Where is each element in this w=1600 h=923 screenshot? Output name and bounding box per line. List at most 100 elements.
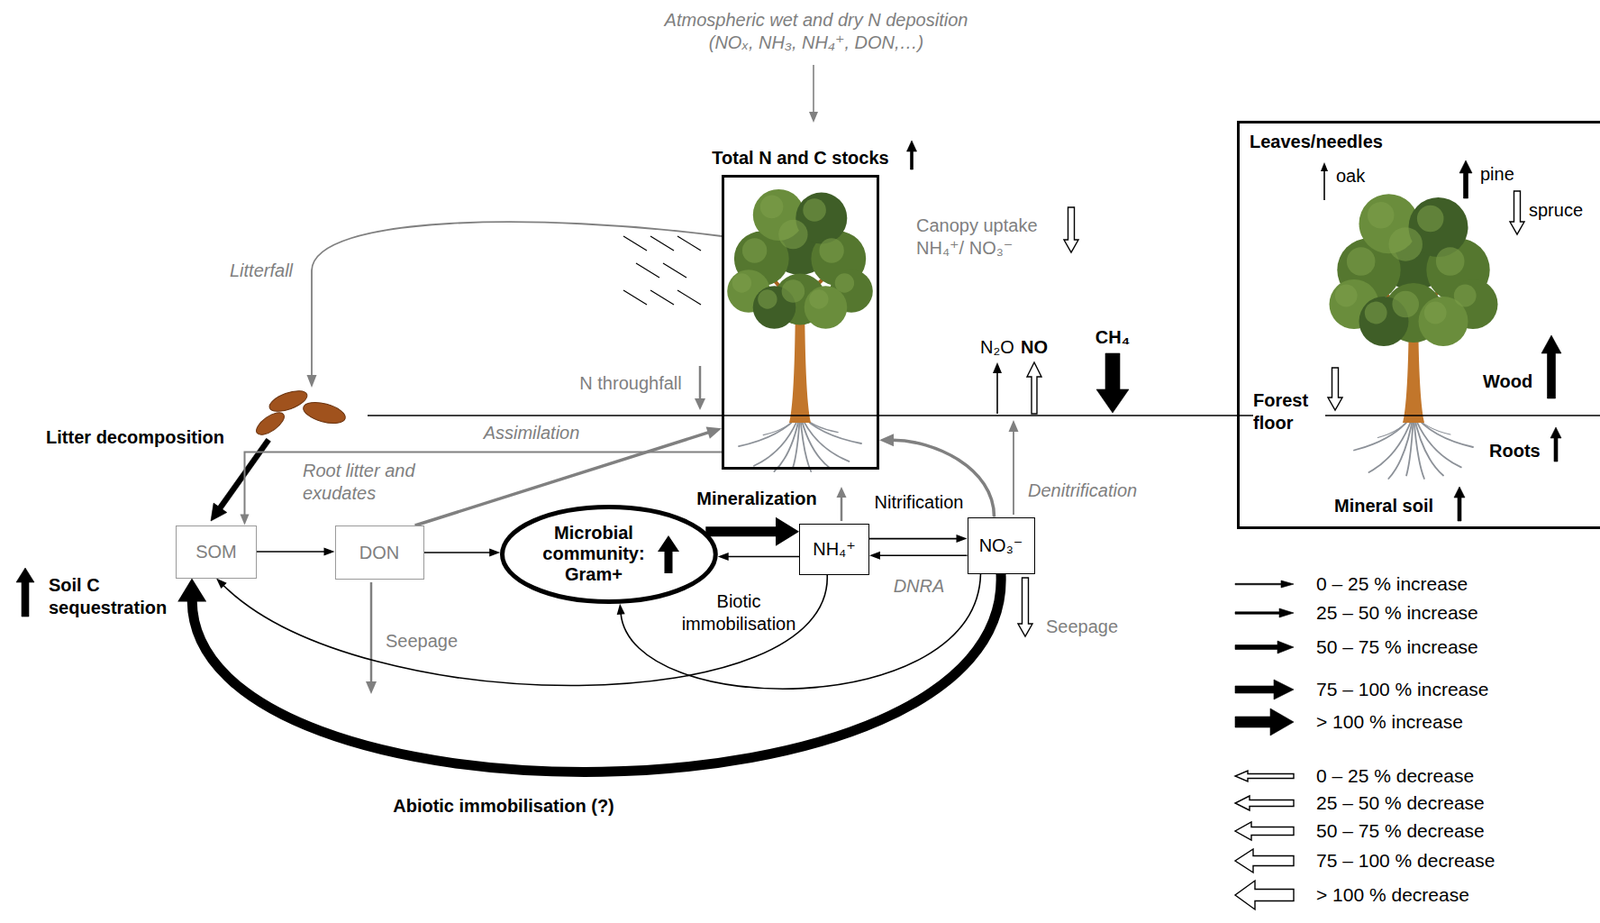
pool-box: SOM	[175, 525, 257, 579]
arrowhead	[956, 534, 968, 543]
connector-line	[424, 551, 491, 554]
legend-sample	[1235, 580, 1294, 588]
connector	[424, 548, 501, 557]
compartment-label: Roots	[1489, 439, 1541, 463]
legend-label: > 100 % increase	[1316, 709, 1464, 734]
connector-line	[879, 554, 968, 556]
canopy-uptake-arrow	[1063, 207, 1079, 253]
annotation: Soil C sequestration	[48, 573, 198, 619]
edge-label: Root litter and exudates	[302, 459, 438, 505]
rain-stroke	[663, 263, 687, 278]
arrowhead	[324, 547, 336, 556]
deposition-arrow-head	[809, 111, 819, 123]
annotation: Atmospheric wet and dry N deposition (NO…	[645, 9, 988, 55]
legend-label: 50 – 75 % increase	[1316, 635, 1479, 659]
seepage-arrow	[1018, 577, 1033, 637]
n2o-arrow-head	[992, 362, 1002, 373]
mineral-soil-arrow	[1454, 486, 1465, 521]
connector	[177, 573, 1001, 773]
litterfall-head	[307, 374, 318, 388]
legend-sample	[1235, 848, 1294, 873]
edge-label: Mineralization	[696, 487, 817, 510]
arrowhead	[240, 514, 250, 526]
edge-label: Biotic immobilisation	[675, 590, 802, 636]
annotation: Denitrification	[1027, 479, 1137, 502]
edge-label: Abiotic immobilisation (?)	[392, 794, 615, 818]
legend-sample	[1235, 640, 1294, 654]
legend-sample	[1235, 608, 1294, 618]
uptake-arrow-head	[836, 486, 847, 498]
connector-line	[869, 537, 958, 540]
arrowhead	[177, 578, 207, 602]
connector	[216, 574, 828, 686]
tree-canopy-light	[781, 279, 806, 303]
node-label: DON	[359, 541, 400, 564]
uptake-arrow	[840, 496, 844, 521]
connector-line	[727, 555, 800, 558]
annotation: NO	[1020, 336, 1048, 359]
connector	[705, 517, 800, 546]
tree-canopy-light	[802, 198, 827, 222]
legend-sample	[1235, 880, 1294, 910]
throughfall-arrow	[699, 365, 702, 400]
compartment-label: oak	[1336, 164, 1365, 188]
tree-canopy	[804, 285, 848, 329]
spruce-arrow	[1509, 190, 1525, 235]
legend-sample	[1235, 821, 1294, 840]
tree-canopy-light	[1391, 290, 1419, 319]
ellipse-shape	[502, 507, 717, 602]
microbial-ellipse: Microbial community: Gram+	[500, 504, 719, 604]
soil-c-arrow	[16, 567, 35, 617]
arrowhead	[718, 552, 729, 561]
tree-canopy-light	[1417, 205, 1445, 233]
deposition-arrow	[812, 64, 815, 113]
node-label: NH₄⁺	[812, 537, 856, 560]
increase-arrow-shape	[657, 535, 680, 573]
root-line	[1388, 413, 1414, 479]
annotation: Litterfall	[229, 259, 293, 282]
rain-stroke	[636, 263, 660, 278]
rain-stroke	[650, 290, 674, 305]
compartment-label: pine	[1480, 163, 1515, 186]
compartment-label: Leaves/needles	[1249, 130, 1383, 154]
tree-canopy-light	[1388, 227, 1423, 262]
annotation: Seepage	[1045, 615, 1119, 638]
tree-canopy-light	[809, 289, 828, 309]
leaf	[253, 408, 289, 439]
legend-label: 25 – 50 % increase	[1316, 600, 1479, 625]
tree-canopy-light	[1436, 246, 1465, 276]
arrowhead	[706, 426, 722, 438]
tree-canopy-light	[835, 272, 855, 292]
arrowhead	[489, 548, 500, 557]
tree-canopy-light	[1454, 284, 1477, 308]
legend-label: 25 – 50 % decrease	[1316, 790, 1485, 815]
pine-arrow	[1459, 160, 1473, 199]
annotation: Canopy uptake NH₄⁺/ NO₃⁻	[916, 214, 1061, 260]
tree-canopy-light	[757, 289, 777, 309]
arrowhead	[617, 603, 626, 615]
legend-label: 0 – 25 % decrease	[1316, 763, 1474, 788]
tree-canopy-light	[760, 195, 784, 219]
tree-canopy-light	[1367, 201, 1395, 229]
tree-canopy-light	[1364, 301, 1388, 325]
legend-label: 50 – 75 % decrease	[1316, 818, 1485, 843]
soil-surface-line	[367, 414, 1600, 416]
annotation: N throughfall	[579, 372, 682, 395]
connector-line	[705, 526, 777, 537]
annotation: Litter decomposition	[45, 426, 225, 449]
legend-sample	[1235, 679, 1294, 700]
ch4-arrow	[1096, 353, 1129, 413]
rain-stroke	[623, 290, 647, 305]
legend-label: 75 – 100 % increase	[1316, 677, 1489, 701]
edge-label: Nitrification	[874, 490, 964, 514]
wood-arrow	[1541, 335, 1562, 399]
annotation: CH₄	[1095, 326, 1130, 349]
tree-canopy-light	[1346, 246, 1376, 276]
rain-stroke	[650, 236, 674, 251]
compartment-label: spruce	[1528, 199, 1583, 222]
legend-label: > 100 % decrease	[1316, 882, 1470, 907]
compartment-label: Forest floor	[1253, 389, 1326, 435]
arrowhead	[775, 517, 800, 546]
oak-arrow	[1323, 170, 1326, 200]
